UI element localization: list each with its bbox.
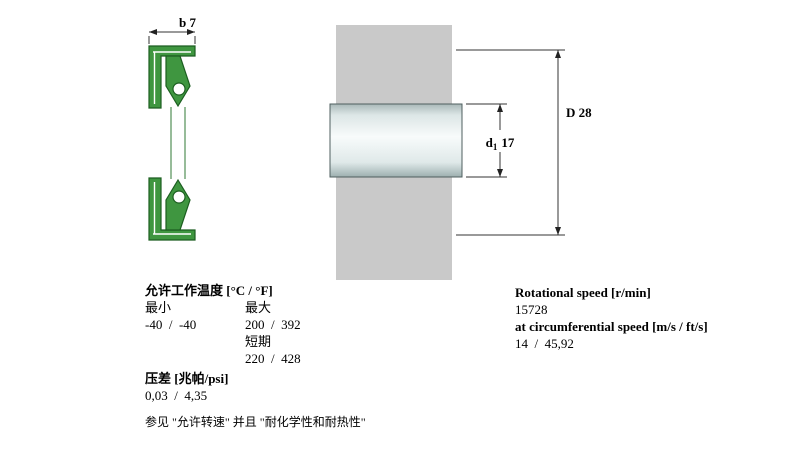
pressure-heading: 压差 [兆帕/psi] bbox=[145, 371, 229, 386]
pressure-block: 压差 [兆帕/psi] 0,03 / 4,35 bbox=[145, 370, 465, 404]
D-dimension-label: D 28 bbox=[566, 105, 592, 120]
b-dimension-label: b 7 bbox=[179, 15, 196, 30]
circumferential-speed-heading: at circumferential speed [m/s / ft/s] bbox=[515, 319, 708, 334]
speed-block: Rotational speed [r/min] 15728 at circum… bbox=[515, 284, 775, 352]
seal-upper-section bbox=[148, 45, 196, 109]
temperature-block: 允许工作温度 [°C / °F] 最小 -40 / -40 最大 200 / 3… bbox=[145, 282, 465, 367]
arrow-down-icon bbox=[497, 169, 503, 177]
seal-spring-upper bbox=[172, 82, 186, 96]
dimension-arrowheads bbox=[149, 29, 561, 235]
seal-insert-upper bbox=[153, 51, 191, 104]
speed-heading: Rotational speed [r/min] bbox=[515, 285, 651, 300]
temperature-short-term-label: 短期 bbox=[245, 334, 272, 349]
circumferential-speed-value: 14 / 45,92 bbox=[515, 336, 574, 351]
temperature-heading: 允许工作温度 [°C / °F] bbox=[145, 283, 273, 298]
seal-spring-lower bbox=[172, 190, 186, 204]
temperature-max-values: 200 / 392 bbox=[245, 317, 301, 332]
temperature-min-values: -40 / -40 bbox=[145, 317, 197, 332]
arrow-up-icon bbox=[497, 104, 503, 112]
temperature-min-label: 最小 bbox=[145, 300, 172, 315]
d1-dimension-lines bbox=[466, 103, 507, 178]
arrow-left-icon bbox=[149, 29, 157, 35]
temperature-max-column: 最大 200 / 392 短期 220 / 428 bbox=[245, 299, 301, 367]
arrow-right-icon bbox=[187, 29, 195, 35]
arrow-up-icon bbox=[555, 50, 561, 58]
seal-lip-upper bbox=[165, 55, 191, 108]
seal-casing-lower bbox=[148, 177, 196, 241]
seal-insert-lower bbox=[153, 182, 191, 235]
seal-cross-section bbox=[148, 45, 196, 241]
pressure-values: 0,03 / 4,35 bbox=[145, 388, 208, 403]
shaft bbox=[329, 103, 463, 178]
temperature-max-label: 最大 bbox=[245, 300, 272, 315]
seal-bore-lines bbox=[170, 107, 186, 179]
seal-casing-upper bbox=[148, 45, 196, 109]
arrow-down-icon bbox=[555, 227, 561, 235]
speed-value: 15728 bbox=[515, 302, 548, 317]
temperature-min-column: 最小 -40 / -40 bbox=[145, 299, 245, 367]
D-dimension-lines bbox=[456, 49, 565, 236]
seal-lower-section bbox=[148, 177, 196, 241]
temperature-short-term-values: 220 / 428 bbox=[245, 351, 301, 366]
seal-lip-lower bbox=[165, 178, 191, 231]
reference-note: 参见 "允许转速" 并且 "耐化学性和耐热性" bbox=[145, 415, 366, 429]
